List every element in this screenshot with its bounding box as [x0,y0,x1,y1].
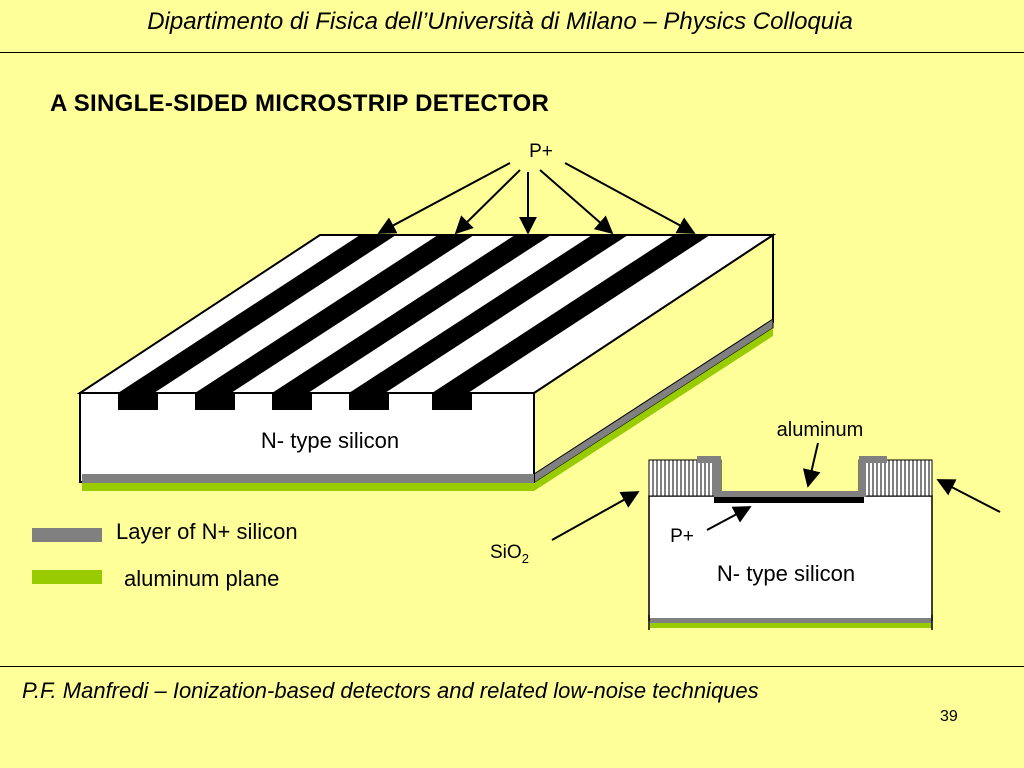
front-aluminum-plane [82,483,534,491]
legend-swatch-aluminum [32,570,102,584]
front-n-plus-layer [82,474,534,483]
p-plus-implant [714,497,864,503]
footer-text: P.F. Manfredi – Ionization-based detecto… [22,678,759,703]
arrow-to-strip-1 [377,162,511,234]
arrow-to-p-plus-implant [706,506,752,531]
sio2-left [648,459,722,497]
strip-1 [118,235,396,393]
inset-body [648,495,933,621]
strip-2-front [195,393,235,410]
strip-2 [195,235,474,393]
page-number: 39 [940,708,958,725]
p-plus-arrows: P+ [377,141,696,235]
strip-4-front [349,393,389,410]
legend-label-aluminum: aluminum plane [124,566,279,591]
footer-rule [0,666,1024,667]
arrow-to-sio2-left [551,491,640,541]
n-type-main-label: N- type silicon [261,428,399,453]
strip-3-front [272,393,312,410]
p-plus-inset-label: P+ [670,526,694,547]
arrow-to-sio2-right [936,479,1001,513]
side-aluminum-plane [534,328,773,491]
aluminum-label: aluminum [777,419,864,441]
p-plus-strips [118,235,710,410]
inset-aluminum-plane [650,623,932,628]
p-plus-top-label: P+ [529,141,553,162]
legend: Layer of N+ silicon aluminum plane [32,519,298,591]
arrow-to-strip-5 [564,162,696,234]
inset-n-plus-layer [650,618,932,623]
header-title: Dipartimento di Fisica dell’Università d… [147,8,853,35]
header-rule [0,52,1024,53]
sio2-right [858,459,933,497]
legend-swatch-n-plus [32,528,102,542]
cross-section: aluminum P+ N- type silicon SiO2 [490,419,1001,630]
detector-block: N- type silicon [76,233,777,491]
slide-title: A SINGLE-SIDED MICROSTRIP DETECTOR [50,90,550,117]
aluminum-contact [697,456,887,497]
arrow-to-strip-2 [454,169,521,235]
strip-4 [349,235,628,393]
strip-1-front [118,393,158,410]
sio2-label: SiO2 [490,542,529,566]
strip-5 [432,235,710,393]
strip-3 [272,235,551,393]
n-type-inset-label: N- type silicon [717,561,855,586]
legend-label-n-plus: Layer of N+ silicon [116,519,298,544]
arrow-to-strip-4 [539,169,614,235]
arrow-to-aluminum [802,442,821,488]
strip-5-front [432,393,472,410]
